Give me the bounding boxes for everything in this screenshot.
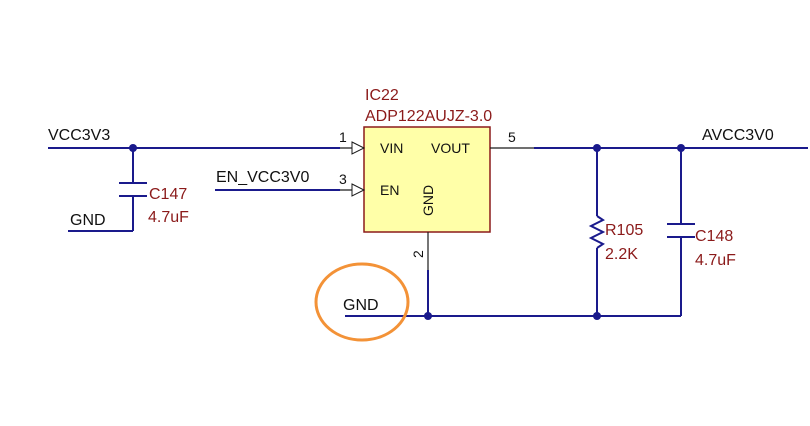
pin-en-name: EN (380, 182, 399, 198)
c147-value: 4.7uF (148, 209, 189, 226)
ic22-body (363, 126, 491, 233)
net-avcc3v0[interactable]: AVCC3V0 (534, 127, 808, 149)
pin-5-number: 5 (508, 129, 516, 145)
vin-arrow-icon (351, 141, 366, 155)
net-en-vcc3v0[interactable]: EN_VCC3V0 (215, 169, 340, 191)
pin-vin-name: VIN (380, 140, 403, 156)
net-vcc3v3[interactable]: VCC3V3 (48, 127, 340, 149)
resistor-r105[interactable]: R105 2.2K (588, 148, 643, 316)
pin-vout-name: VOUT (431, 140, 470, 156)
resistor-zigzag-icon (588, 215, 606, 249)
capacitor-c147[interactable]: C147 4.7uF (68, 148, 189, 232)
r105-ref: R105 (605, 222, 643, 239)
r105-value: 2.2K (605, 246, 638, 263)
net-label-gnd-left: GND (70, 212, 106, 229)
ic22-ref: IC22 (365, 87, 399, 104)
net-label-avcc3v0: AVCC3V0 (702, 127, 774, 144)
pin-2-number: 2 (410, 250, 426, 258)
pin-1-number: 1 (339, 129, 347, 145)
pin-3-number: 3 (339, 171, 347, 187)
en-arrow-icon (351, 183, 366, 197)
net-label-vcc3v3: VCC3V3 (48, 127, 110, 144)
ic22-regulator[interactable]: IC22 ADP122AUJZ-3.0 1 VIN 3 EN 5 VOUT GN… (339, 87, 534, 270)
ic22-part: ADP122AUJZ-3.0 (365, 108, 492, 125)
capacitor-c148[interactable]: C148 4.7uF (667, 148, 736, 316)
c148-value: 4.7uF (695, 252, 736, 269)
c148-ref: C148 (695, 228, 733, 245)
junction-gnd-r105 (593, 312, 601, 320)
junction-gnd-ic (424, 312, 432, 320)
c147-ref: C147 (149, 186, 187, 203)
net-label-gnd-mid: GND (343, 297, 379, 314)
net-label-en-vcc3v0: EN_VCC3V0 (216, 169, 309, 186)
pin-gnd-name: GND (420, 185, 436, 216)
highlight-circle (314, 262, 410, 342)
net-gnd-bus[interactable]: GND (343, 270, 681, 317)
